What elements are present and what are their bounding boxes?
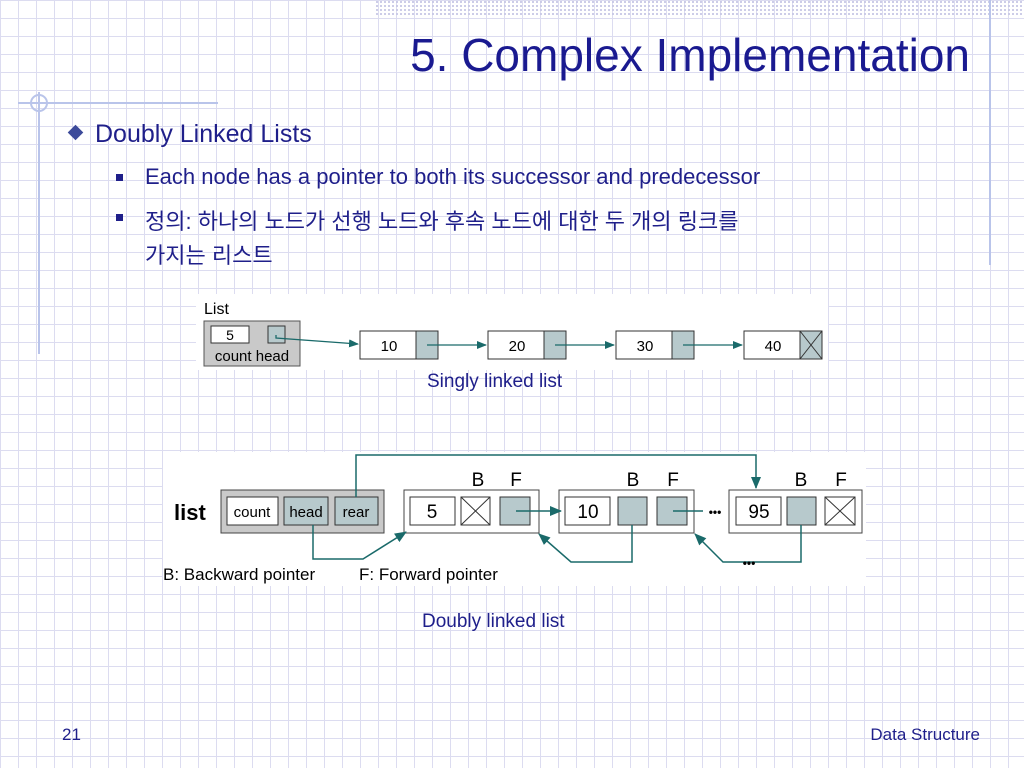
bullet-doubly-linked-lists: Doubly Linked Lists [67,120,312,149]
node-value: 30 [637,338,654,355]
head-field [283,496,329,526]
node-value: 5 [427,502,438,523]
page-number: 21 [62,725,81,744]
node-value: 95 [748,502,769,523]
forward-label: F [835,470,847,491]
backward-label: B [795,470,808,491]
backward-ellipsis: ••• [743,556,756,570]
rear-field-label: rear [343,504,370,521]
count-field-label: count [234,504,272,521]
doubly-list-label: list [174,500,206,525]
diamond-bullet-icon [67,124,84,141]
forward-ellipsis: ••• [709,505,722,519]
doubly-node: 95 [728,489,863,534]
singly-node: 30 [615,330,695,360]
count-field [226,496,279,526]
forward-label: F [667,470,679,491]
backward-arrow [694,525,802,563]
node-value: 20 [509,338,526,355]
doubly-linked-list-diagram: list count head rear B F B F B F 5 10 95 [163,452,866,586]
backward-label: B [627,470,640,491]
doubly-linked-list-svg: list count head rear B F B F B F 5 10 95 [163,454,863,584]
sub-bullet-text: 정의: 하나의 노드가 선행 노드와 후속 노드에 대한 두 개의 링크를 [145,209,739,234]
singly-linked-list-svg: List 5 count head 10 20 30 40 [203,301,823,367]
singly-linked-list-diagram: List 5 count head 10 20 30 40 [196,294,828,370]
count-box [210,325,250,344]
node-value: 40 [765,338,782,355]
backward-arrow [538,525,633,563]
singly-caption: Singly linked list [427,371,563,392]
singly-node: 10 [359,330,439,360]
node-value: 10 [381,338,398,355]
slide-title: 5. Complex Implementation [410,29,970,81]
top-decorative-band [375,0,1024,16]
head-arrow [275,335,359,348]
sub-bullet-text: 가지는 리스트 [145,243,273,268]
node-value: 10 [577,502,598,523]
legend-forward: F: Forward pointer [359,565,498,584]
decorative-horizontal-line [18,102,218,104]
rear-field [334,496,379,526]
decorative-left-line [38,92,40,354]
count-head-label: count head [215,348,289,365]
backward-label: B [472,470,485,491]
bullet-text: Doubly Linked Lists [95,120,312,148]
square-bullet-icon [116,174,123,181]
legend-backward: B: Backward pointer [163,565,315,584]
footer-course-title: Data Structure [870,725,980,744]
count-value: 5 [226,327,234,343]
square-bullet-icon [116,214,123,221]
sub-bullet-text: Each node has a pointer to both its succ… [145,164,761,189]
decorative-circle-icon [30,94,48,112]
singly-node: 20 [487,330,567,360]
doubly-caption: Doubly linked list [422,611,565,632]
head-pointer-box [267,325,286,344]
forward-label: F [510,470,522,491]
singly-list-label: List [204,301,229,318]
doubly-node: 10 [558,489,695,534]
singly-node: 40 [743,330,823,360]
decorative-vertical-line [989,0,991,265]
head-field-label: head [289,504,322,521]
head-pointer-arrow [312,525,407,560]
rear-pointer-arrow [355,454,761,497]
